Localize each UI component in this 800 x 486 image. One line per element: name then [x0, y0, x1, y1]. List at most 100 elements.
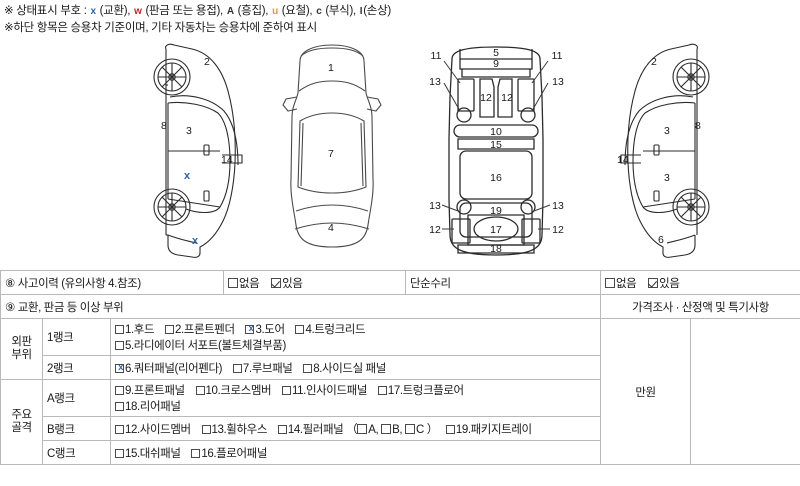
- checkbox-item-7[interactable]: [232, 363, 242, 373]
- checkbox-item-12[interactable]: [115, 424, 124, 434]
- rank-label-c: C랭크: [42, 440, 111, 465]
- item-14-name: 필러패널: [302, 423, 344, 436]
- item-5-radiator-support[interactable]: 5.라디에이터 서포트(볼트체결부품): [115, 337, 286, 353]
- legend-label-w: (판금 또는 용접): [145, 5, 221, 17]
- checkbox-accident-yes[interactable]: [271, 277, 282, 288]
- group-label-frame: 주요 골격: [0, 379, 43, 465]
- rank-label-2: 2랭크: [42, 355, 111, 380]
- checkbox-item-15[interactable]: [115, 448, 124, 458]
- price-value-cell[interactable]: 만원: [600, 318, 691, 465]
- item-10-name: 크로스멤버: [220, 385, 272, 397]
- part-number-2: 2: [204, 56, 210, 68]
- simple-repair-options: 없음 있음: [599, 270, 800, 295]
- checkbox-item-5[interactable]: [115, 341, 124, 350]
- item-11-inside-panel[interactable]: 11.인사이드패널: [282, 382, 367, 398]
- item-1-hood[interactable]: 1.후드: [115, 321, 155, 337]
- checkbox-accident-none[interactable]: [228, 277, 238, 288]
- item-10-cross-member[interactable]: 10.크로스멤버: [195, 382, 272, 398]
- checkbox-repair-yes[interactable]: [648, 277, 659, 288]
- part-number-14-right: 14: [617, 154, 629, 166]
- checkbox-item-6[interactable]: [115, 362, 125, 373]
- pillar-c-label: C: [416, 423, 424, 436]
- item-18-name: 리어패널: [139, 401, 181, 413]
- table-row-rank-b: B랭크 12.사이드멤버 13.휠하우스 14.필러패널 （A, B, C ）1…: [1, 416, 800, 441]
- checkbox-item-13[interactable]: [201, 424, 211, 434]
- table-row-section-title: ⑨ 교환, 판금 등 이상 부위 가격조사 · 산정액 및 특기사항: [0, 294, 800, 319]
- item-19-no: 19: [455, 423, 468, 436]
- checkbox-item-18[interactable]: [115, 402, 124, 411]
- item-4-trunk-lid[interactable]: 4.트렁크리드: [295, 321, 366, 337]
- item-18-rear-panel[interactable]: 18.리어패널: [115, 398, 181, 414]
- item-9-front-panel[interactable]: 9.프론트패널: [115, 382, 185, 398]
- price-unit: 만원: [635, 386, 656, 399]
- accident-history-option-none[interactable]: 없음: [228, 275, 260, 291]
- legend-symbol-w: w: [134, 6, 142, 17]
- item-11-no: 11: [292, 385, 304, 397]
- checkbox-item-2[interactable]: [164, 325, 174, 334]
- group-label-frame-line2: 골격: [11, 422, 32, 434]
- checkbox-item-4[interactable]: [295, 325, 305, 334]
- item-16-name: 플로어패널: [216, 447, 268, 460]
- legend-label-x: (교환): [99, 5, 128, 17]
- item-7-roof-panel[interactable]: 7.루브패널: [232, 360, 293, 376]
- rank-label-b: B랭크: [42, 416, 111, 441]
- accident-history-option-yes[interactable]: 있음: [271, 275, 303, 291]
- item-12-side-member[interactable]: 12.사이드멤버: [115, 421, 191, 437]
- simple-repair-label: 단순수리: [405, 270, 601, 295]
- item-17-trunk-floor[interactable]: 17.트렁크플로어: [377, 382, 464, 398]
- item-7-no: 7: [242, 362, 249, 375]
- rank-b-items: 12.사이드멤버 13.휠하우스 14.필러패널 （A, B, C ） 19.패키…: [110, 416, 601, 441]
- legend-symbol-a: A: [226, 6, 234, 17]
- legend-label-i: (손상): [363, 5, 391, 17]
- checkbox-item-14[interactable]: [277, 424, 287, 434]
- checkbox-item-16[interactable]: [191, 448, 201, 458]
- simple-repair-option-yes[interactable]: 있음: [648, 275, 680, 291]
- part-number-17: 17: [490, 224, 502, 236]
- part-number-13-front-right: 13: [552, 76, 564, 88]
- part-number-8-right: 8: [695, 120, 701, 132]
- checkbox-pillar-b[interactable]: [381, 423, 392, 434]
- part-number-10: 10: [490, 126, 502, 138]
- item-15-dash-panel[interactable]: 15.대쉬패널: [115, 445, 181, 461]
- legend-label-a: (흥집): [237, 5, 266, 17]
- part-number-15: 15: [490, 139, 502, 151]
- item-8-no: 8: [313, 362, 320, 375]
- checkbox-item-17[interactable]: [377, 386, 387, 395]
- part-number-19: 19: [490, 205, 502, 217]
- item-13-wheel-house[interactable]: 13.휠하우스: [201, 421, 267, 437]
- item-8-side-sill-panel[interactable]: 8.사이드실 패널: [303, 360, 386, 376]
- checkbox-item-19[interactable]: [445, 424, 455, 434]
- table-row-accident-history: ⑧ 사고이력 (유의사항 4.참조) 없음 있음 단순수리 없음 있음: [0, 270, 800, 295]
- item-14-no: 14: [287, 423, 300, 436]
- checkbox-pillar-c[interactable]: [405, 423, 416, 434]
- part-number-16: 16: [490, 172, 502, 184]
- checkbox-repair-none[interactable]: [605, 277, 615, 288]
- checkbox-item-3[interactable]: [245, 323, 255, 334]
- rank-1-items: 1.후드 2.프론트펜더 3.도어 4.트렁크리드 5.라디에이터 서포트(볼트…: [110, 318, 601, 356]
- item-6-quarter-panel[interactable]: 6.쿼터패널(리어펜다): [115, 360, 223, 376]
- item-14-pillar-panel[interactable]: 14.필러패널 （A, B, C ）: [277, 421, 438, 437]
- item-12-no: 12: [125, 423, 137, 436]
- checkbox-item-8[interactable]: [303, 363, 313, 373]
- checkbox-item-9[interactable]: [115, 386, 124, 395]
- simple-repair-option-none[interactable]: 없음: [605, 275, 637, 291]
- price-notes-cell[interactable]: [689, 318, 800, 465]
- item-15-name: 대쉬패널: [139, 447, 181, 460]
- checkbox-item-11[interactable]: [282, 386, 291, 395]
- item-2-front-fender[interactable]: 2.프론트펜더: [164, 321, 235, 337]
- diagram-underbody-view: 5 9 11 11 13 13 12 12 10 15 16 19 13 13 …: [424, 39, 569, 267]
- item-16-floor-panel[interactable]: 16.플로어패널: [191, 445, 267, 461]
- legend-label-c: (부식): [325, 5, 353, 17]
- checkbox-item-10[interactable]: [195, 386, 205, 395]
- item-19-package-tray[interactable]: 19.패키지트레이: [445, 421, 532, 437]
- item-3-door[interactable]: 3.도어: [245, 321, 285, 337]
- item-1-no: 1: [125, 324, 131, 336]
- vehicle-diagrams: 2 8 3 14 x x: [0, 39, 800, 270]
- item-18-no: 18: [125, 401, 137, 413]
- checkbox-item-1[interactable]: [115, 325, 124, 334]
- checkbox-pillar-a[interactable]: [357, 423, 368, 434]
- section-title: ⑨ 교환, 판금 등 이상 부위: [0, 294, 601, 319]
- item-15-no: 15: [125, 447, 137, 460]
- part-number-12-front-right: 12: [501, 92, 513, 104]
- pillar-b-label: B: [392, 423, 400, 436]
